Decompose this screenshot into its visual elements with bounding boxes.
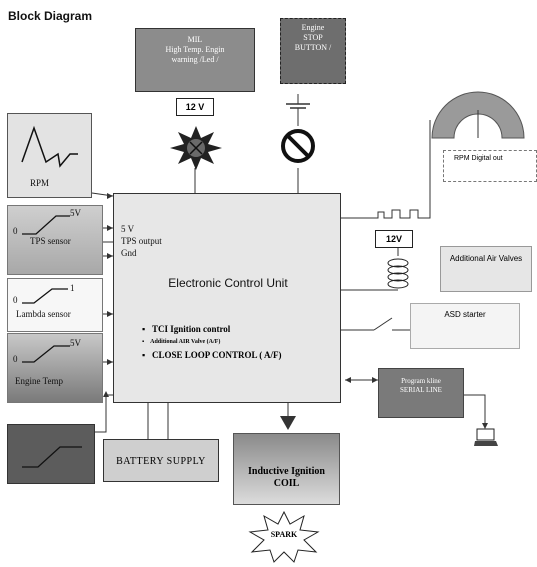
ecu-title: Electronic Control Unit bbox=[168, 276, 288, 290]
ramp-signal-icon bbox=[22, 446, 82, 468]
rpm-digital-out-label: RPM Digital out bbox=[443, 150, 537, 182]
tps-level: 5V bbox=[70, 208, 81, 218]
program-label-2: SERIAL LINE bbox=[400, 386, 442, 394]
ecu-box: 5 V TPS output Gnd Electronic Control Un… bbox=[113, 193, 341, 403]
tps-ramp-icon bbox=[22, 215, 70, 235]
tps-zero: 0 bbox=[13, 226, 18, 236]
ecu-feature-2: ▪ Additional AIR Valve (A/F) bbox=[142, 339, 221, 345]
diagram-title: Block Diagram bbox=[8, 9, 93, 23]
stop-label-3: BUTTON / bbox=[294, 43, 332, 52]
voltage-tag-top: 12 V bbox=[176, 98, 214, 116]
program-serial-box: Program kline SERIAL LINE bbox=[378, 368, 464, 418]
tps-sensor-box: 5V 0 TPS sensor bbox=[7, 205, 103, 275]
lambda-zero: 0 bbox=[13, 295, 18, 305]
mil-label-3: warning /Led / bbox=[171, 55, 219, 64]
engine-stop-box: Engine STOP BUTTON / bbox=[280, 18, 346, 84]
ignition-coil-box: Inductive Ignition COIL bbox=[233, 433, 340, 505]
air-valve-coil-icon bbox=[387, 258, 409, 289]
ecu-feature-1-text: TCI Ignition control bbox=[151, 324, 231, 334]
battery-supply-box: BATTERY SUPPLY bbox=[103, 439, 219, 482]
spark-burst-icon bbox=[248, 510, 320, 563]
rpm-gauge-icon bbox=[431, 91, 525, 139]
engine-temp-zero: 0 bbox=[13, 354, 18, 364]
spark-label: SPARK bbox=[270, 530, 298, 539]
ecu-feature-2-text: Additional AIR Valve (A/F) bbox=[150, 339, 221, 345]
engine-temp-sensor-box: 5V 0 Engine Temp bbox=[7, 333, 103, 403]
mil-warning-box: MIL High Temp. Engin warning /Led / bbox=[135, 28, 255, 92]
asd-starter-box: ASD starter bbox=[410, 303, 520, 349]
stop-label-2: STOP bbox=[303, 33, 323, 42]
tps-label: TPS sensor bbox=[30, 236, 71, 246]
lambda-ramp-icon bbox=[22, 288, 68, 304]
stop-label-1: Engine bbox=[301, 23, 325, 32]
mil-label-1: MIL bbox=[187, 35, 203, 44]
ecu-pin-gnd: Gnd bbox=[121, 248, 137, 258]
laptop-icon bbox=[474, 428, 498, 446]
voltage-tag-right: 12V bbox=[375, 230, 413, 248]
ecu-pin-tps: TPS output bbox=[121, 236, 162, 246]
led-lamp-icon bbox=[170, 126, 222, 170]
sensor-ramp-box bbox=[7, 424, 95, 484]
stop-button-icon bbox=[281, 94, 315, 163]
rpm-label: RPM bbox=[30, 178, 50, 188]
lambda-label: Lambda sensor bbox=[16, 309, 71, 319]
lambda-sensor-box: 1 0 Lambda sensor bbox=[7, 278, 103, 332]
rpm-waveform-icon bbox=[21, 125, 78, 168]
ecu-feature-1: ▪ TCI Ignition control bbox=[142, 324, 231, 334]
ecu-feature-3-text: CLOSE LOOP CONTROL ( A/F) bbox=[151, 350, 282, 360]
rpm-sensor-box: RPM bbox=[7, 113, 92, 198]
coil-label-1: Inductive Ignition bbox=[248, 466, 325, 477]
coil-label-2: COIL bbox=[273, 478, 300, 489]
engine-temp-ramp-icon bbox=[22, 345, 70, 363]
lambda-level: 1 bbox=[70, 283, 75, 293]
mil-label-2: High Temp. Engin bbox=[165, 45, 225, 54]
ecu-pin-5v: 5 V bbox=[121, 224, 135, 234]
engine-temp-label: Engine Temp bbox=[15, 376, 63, 386]
engine-temp-level: 5V bbox=[70, 338, 81, 348]
program-label-1: Program kline bbox=[401, 377, 441, 385]
additional-air-valves-box: Additional Air Valves bbox=[440, 246, 532, 292]
ecu-feature-3: ▪ CLOSE LOOP CONTROL ( A/F) bbox=[142, 350, 282, 360]
